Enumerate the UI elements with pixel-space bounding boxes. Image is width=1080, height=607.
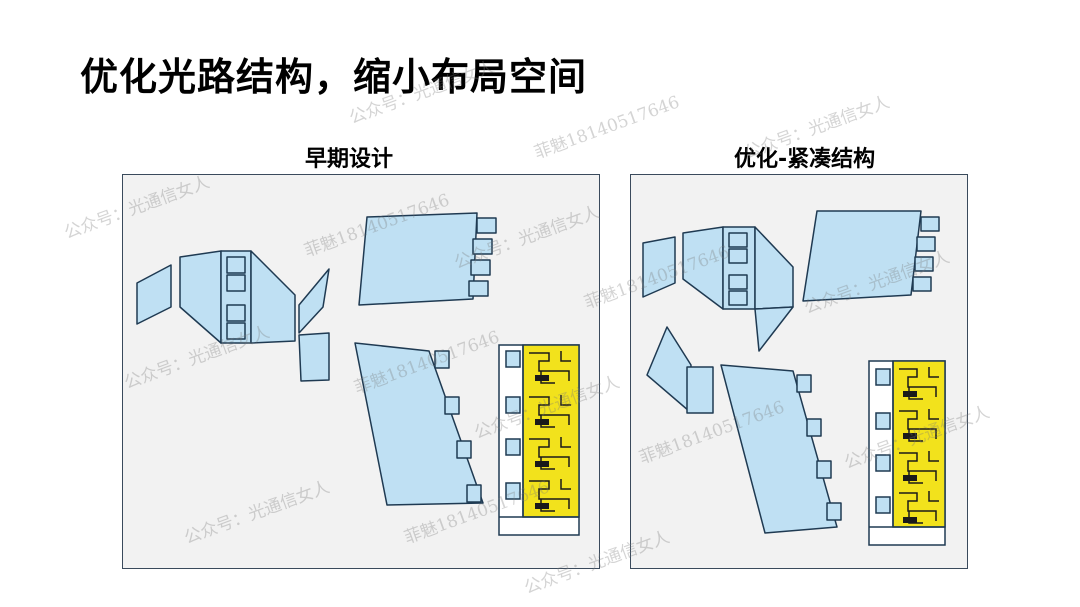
slide-title: 优化光路结构，缩小布局空间	[80, 55, 588, 99]
optic-parallelogram	[802, 210, 922, 302]
optic-block-cell	[226, 322, 246, 340]
optic-port	[456, 440, 472, 459]
optic-port	[806, 418, 822, 437]
early-design-diagram	[136, 212, 580, 536]
optic-port	[468, 280, 489, 297]
optic-block-cell	[728, 232, 748, 248]
early-design-panel	[122, 174, 600, 569]
optic-mirror	[298, 268, 330, 334]
optic-prism	[754, 306, 794, 352]
optic-port	[920, 216, 940, 232]
optic-port	[470, 259, 491, 276]
compact-design-panel	[630, 174, 968, 569]
optic-block-cell	[728, 290, 748, 306]
optic-parallelogram	[720, 364, 838, 534]
chip-board	[498, 344, 580, 536]
optic-prism	[754, 226, 794, 310]
chip-board	[868, 360, 946, 546]
optic-port	[912, 276, 932, 292]
optic-mirror	[136, 264, 172, 325]
optic-parallelogram	[358, 212, 478, 306]
optic-block-cell	[226, 256, 246, 274]
optic-port	[434, 350, 450, 369]
optic-port	[476, 217, 497, 234]
optic-block-cell	[226, 274, 246, 292]
optic-port	[444, 396, 460, 415]
optic-lens	[686, 366, 714, 414]
optic-port	[914, 256, 934, 272]
optic-port	[796, 374, 812, 393]
optic-block-cell	[728, 274, 748, 290]
optic-port	[466, 484, 482, 503]
optic-port	[826, 502, 842, 521]
optic-port	[916, 236, 936, 252]
optic-prism	[250, 250, 296, 344]
optic-prism	[179, 250, 222, 344]
optic-prism	[682, 226, 724, 310]
optic-block-cell	[728, 248, 748, 264]
optic-port	[816, 460, 832, 479]
optic-lens	[298, 332, 330, 382]
optic-mirror	[642, 236, 676, 298]
compact-design-diagram	[642, 210, 946, 546]
optic-block-cell	[226, 304, 246, 322]
optic-parallelogram	[354, 342, 484, 506]
panel-label-early-design: 早期设计	[305, 147, 394, 172]
panel-label-compact-design: 优化-紧凑结构	[734, 147, 876, 172]
optic-lens	[646, 326, 692, 412]
optic-port	[472, 238, 493, 255]
